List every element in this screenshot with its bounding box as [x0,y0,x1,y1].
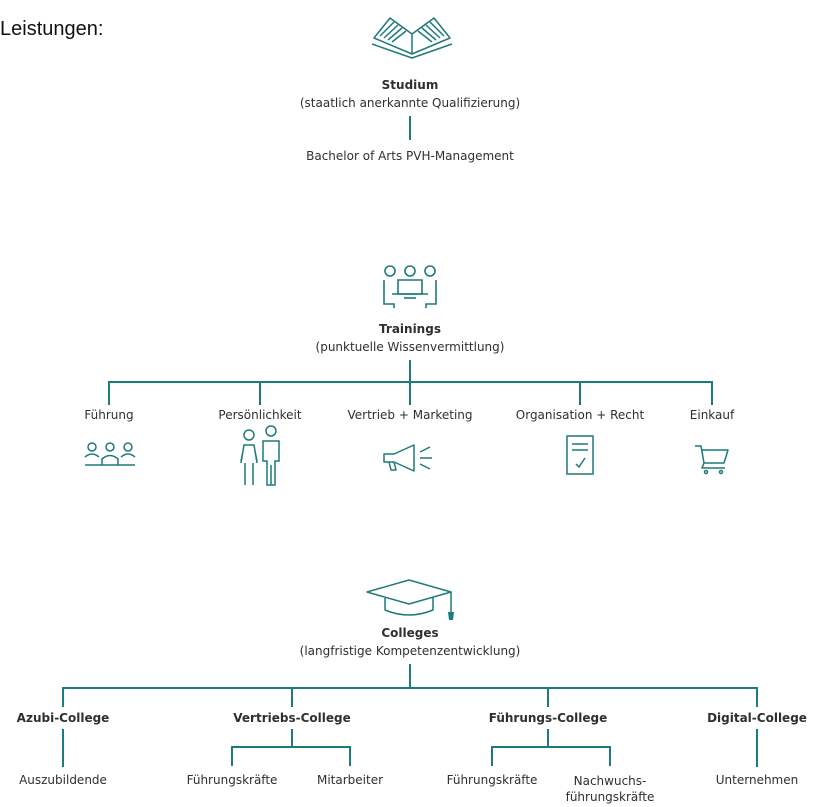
group-icon [84,442,136,466]
fuehrungs-drop [491,746,493,766]
book-icon [371,17,453,59]
colleges-bus [62,687,758,689]
college-label-fuehrungs: Führungs-College [488,711,608,725]
college-label-digital: Digital-College [707,711,807,725]
trainings-title: Trainings [379,322,441,336]
colleges-stem [409,664,411,688]
training-label-vertrieb-marketing: Vertrieb + Marketing [347,408,473,422]
colleges-drop [756,687,758,707]
colleges-title: Colleges [381,626,439,640]
azubi-connector [62,729,64,767]
fuehrungs-drop [609,746,611,766]
studium-title: Studium [381,78,439,92]
megaphone-icon [383,444,432,472]
colleges-subtitle: (langfristige Kompetenzentwicklung) [299,644,521,658]
digital-connector [756,729,758,767]
vertriebs-stem [291,729,293,747]
trainings-drop [711,381,713,405]
fuehrungs-child-fuehrungskraefte: Führungskräfte [446,773,538,787]
meeting-icon [383,265,437,308]
colleges-drop [291,687,293,707]
page-heading: Leistungen: [0,18,104,40]
trainings-stem [409,360,411,382]
training-label-persoenlichkeit: Persönlichkeit [218,408,302,422]
training-label-organisation-recht: Organisation + Recht [515,408,645,422]
studium-item: Bachelor of Arts PVH-Management [306,149,514,163]
trainings-drop [108,381,110,405]
studium-subtitle: (staatlich anerkannte Qualifizierung) [299,96,521,110]
colleges-drop [547,687,549,707]
document-check-icon [566,435,594,475]
people-icon [240,425,280,486]
graduation-cap-icon [366,579,454,620]
fuehrungs-stem [547,729,549,747]
digital-child-unternehmen: Unternehmen [715,773,799,787]
vertriebs-drop [231,746,233,766]
college-label-vertriebs: Vertriebs-College [233,711,351,725]
fuehrungs-bus [491,746,611,748]
college-label-azubi: Azubi-College [16,711,110,725]
trainings-drop [259,381,261,405]
vertriebs-drop [349,746,351,766]
studium-connector [409,116,411,140]
azubi-child-auszubildende: Auszubildende [19,773,107,787]
colleges-drop [62,687,64,707]
vertriebs-child-mitarbeiter: Mitarbeiter [316,773,384,787]
trainings-drop [409,381,411,405]
trainings-drop [579,381,581,405]
training-label-einkauf: Einkauf [689,408,735,422]
cart-icon [695,445,729,475]
vertriebs-child-fuehrungskraefte: Führungskräfte [186,773,278,787]
training-label-fuehrung: Führung [84,408,134,422]
vertriebs-bus [231,746,351,748]
fuehrungs-child-nachwuchs: Nachwuchs- führungskräfte [565,774,655,804]
trainings-subtitle: (punktuelle Wissenvermittlung) [315,340,505,354]
